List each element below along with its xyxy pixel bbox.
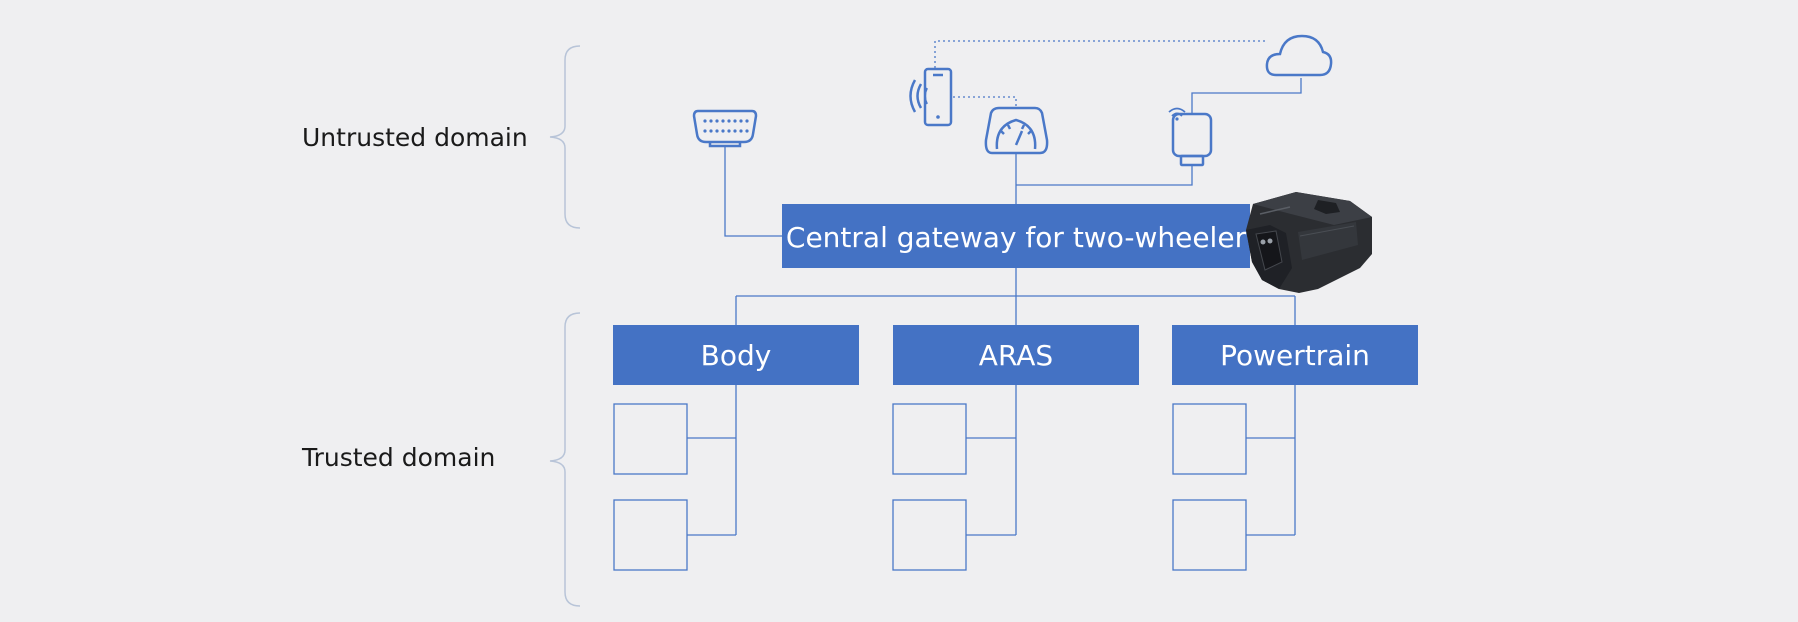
trusted-domain-label: Trusted domain bbox=[301, 443, 495, 472]
subdomain-aras-box[interactable]: ARAS bbox=[893, 325, 1139, 385]
body-ecu-box-2 bbox=[613, 499, 688, 571]
gateway-device-icon bbox=[1246, 192, 1372, 293]
powertrain-ecu-box-2 bbox=[1172, 499, 1247, 571]
untrusted-domain-bracket bbox=[549, 45, 581, 229]
connection-lines bbox=[687, 78, 1302, 536]
obd-connector-icon bbox=[692, 109, 758, 148]
aras-ecu-box-1 bbox=[892, 403, 967, 475]
telematics-box-icon bbox=[1168, 107, 1213, 167]
smartphone-icon bbox=[909, 67, 953, 127]
instrument-cluster-icon bbox=[984, 106, 1049, 155]
body-ecu-box-1 bbox=[613, 403, 688, 475]
aras-ecu-box-2 bbox=[892, 499, 967, 571]
powertrain-ecu-box-1 bbox=[1172, 403, 1247, 475]
subdomain-body-label: Body bbox=[701, 339, 772, 372]
subdomain-aras-label: ARAS bbox=[979, 339, 1053, 372]
ecu-boxes bbox=[613, 403, 1247, 571]
central-gateway-label: Central gateway for two-wheeler bbox=[786, 221, 1247, 254]
central-gateway-box[interactable]: Central gateway for two-wheeler bbox=[782, 204, 1250, 268]
wireless-links bbox=[934, 40, 1268, 108]
untrusted-domain-label: Untrusted domain bbox=[302, 123, 528, 152]
subdomain-powertrain-label: Powertrain bbox=[1220, 339, 1370, 372]
subdomain-powertrain-box[interactable]: Powertrain bbox=[1172, 325, 1418, 385]
subdomain-body-box[interactable]: Body bbox=[613, 325, 859, 385]
cloud-icon bbox=[1265, 34, 1333, 77]
trusted-domain-bracket bbox=[549, 312, 581, 607]
